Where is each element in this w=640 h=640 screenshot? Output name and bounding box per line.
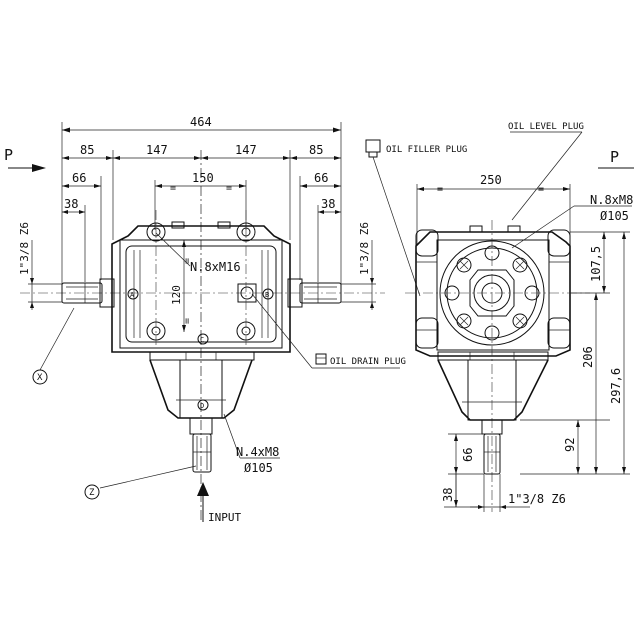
input-housing-front: D: [149, 351, 255, 473]
dim-66-left-text: 66: [72, 171, 86, 185]
dim-66-right: 66: [300, 171, 341, 188]
dim-147-right: 147: [235, 143, 257, 157]
dim-120-text: 120: [170, 285, 183, 305]
view-arrow-label-side: P: [610, 148, 619, 166]
oil-drain-plug-label: OIL DRAIN PLUG: [330, 357, 406, 367]
dim-38-left: 38: [62, 197, 85, 214]
dim-464: 464: [62, 115, 341, 133]
right-output-shaft: [287, 278, 342, 308]
dim-66-right-text: 66: [314, 171, 328, 185]
shaft-dim-right: 1"3/8 Z6: [341, 222, 376, 310]
shaft-id-c: C: [200, 336, 204, 344]
callout-phi105-side: Ø105: [600, 209, 629, 223]
vertical-dims-side-left: 66 38: [441, 433, 484, 508]
equal-mark-120-top: =: [182, 258, 193, 264]
dim-85-right: 85: [309, 143, 323, 157]
input-housing-side: [437, 351, 549, 475]
dim-38-right: 38: [318, 197, 341, 214]
leader-n8-m16: [155, 232, 191, 267]
equal-mark-250-left: =: [437, 184, 443, 195]
dim-107-5-text: 107,5: [589, 246, 603, 282]
shaft-dim-left: 1"3/8 Z6: [18, 222, 62, 310]
dim-150: 150 = =: [155, 171, 246, 194]
gearbox-housing-side: [405, 220, 590, 512]
oil-level-plug: OIL LEVEL PLUG: [508, 122, 584, 221]
gearbox-housing-front: 120 = = A B C: [111, 210, 291, 353]
input-arrow: INPUT: [197, 482, 241, 524]
label-z: Z: [84, 465, 197, 500]
dim-250: 250 = =: [416, 173, 571, 245]
label-x: X: [32, 307, 75, 385]
callout-n4-m8: N.4xM8 Ø105: [223, 413, 280, 475]
callout-n8-m16: N.8xM16: [190, 260, 241, 274]
oil-filler-plug: OIL FILLER PLUG: [365, 139, 467, 297]
shaft-id-d: D: [200, 402, 204, 410]
dim-38-left-text: 38: [64, 197, 78, 211]
callout-n8-m8-text: N.8xM8: [590, 193, 633, 207]
equal-mark-150-left: =: [170, 183, 176, 194]
shaft-id-a: A: [130, 291, 135, 299]
dim-66-side-text: 66: [461, 448, 475, 462]
dim-206-text: 206: [581, 346, 595, 368]
dim-38-right-text: 38: [321, 197, 335, 211]
view-arrow-label-front: P: [4, 146, 13, 164]
equal-mark-150-right: =: [226, 183, 232, 194]
shaft-label-right: 1"3/8 Z6: [358, 222, 371, 275]
vertical-dims-side: 107,5 206 297,6 92: [520, 231, 630, 475]
dim-38-side-text: 38: [441, 488, 455, 502]
shaft-label-side: 1"3/8 Z6: [508, 492, 566, 506]
equal-mark-250-right: =: [538, 184, 544, 195]
extension-lines-top: [61, 122, 342, 286]
view-arrow-front: [8, 164, 46, 172]
dim-85-left: 85: [80, 143, 94, 157]
dim-464-text: 464: [190, 115, 212, 129]
label-x-text: X: [37, 373, 43, 383]
oil-filler-plug-label: OIL FILLER PLUG: [386, 145, 467, 155]
dim-chain-85-147: 85 147 147 85: [62, 143, 341, 520]
input-label: INPUT: [208, 511, 241, 524]
dim-297-6-text: 297,6: [609, 368, 623, 404]
callout-phi105-front: Ø105: [244, 461, 273, 475]
shaft-dim-side: 1"3/8 Z6: [470, 474, 566, 512]
left-output-shaft: [61, 278, 115, 308]
side-view: P OIL LEVEL PLUG 250 = =: [405, 122, 634, 512]
dim-66-left: 66: [62, 171, 101, 188]
dim-150-text: 150: [192, 171, 214, 185]
oil-level-plug-label: OIL LEVEL PLUG: [508, 122, 584, 132]
dim-92-text: 92: [563, 438, 577, 452]
callout-n4-m8-text: N.4xM8: [236, 445, 279, 459]
oil-drain-plug: OIL DRAIN PLUG: [251, 293, 406, 369]
shaft-id-b: B: [265, 291, 269, 299]
dim-250-text: 250: [480, 173, 502, 187]
callout-n8-m8: N.8xM8 Ø105: [511, 193, 633, 249]
equal-mark-120-bottom: =: [182, 318, 193, 324]
label-z-text: Z: [89, 488, 95, 498]
front-view: P 464: [4, 115, 467, 524]
shaft-label-left: 1"3/8 Z6: [18, 222, 31, 275]
dim-147-left: 147: [146, 143, 168, 157]
